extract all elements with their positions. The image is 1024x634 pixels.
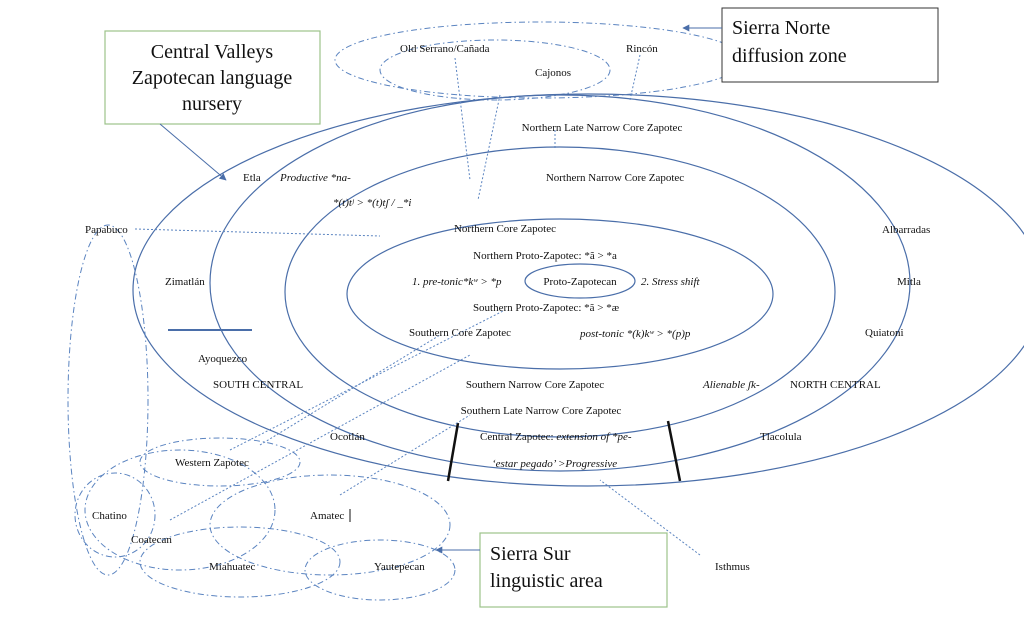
- isthmus-label: Isthmus: [715, 561, 750, 573]
- narrow-core-ellipse: [284, 146, 836, 438]
- southern-proto-label: Southern Proto-Zapotec: *ã > *æ: [473, 302, 619, 314]
- chatino-label: Chatino: [92, 510, 127, 522]
- late-narrow-core-ellipse: [209, 94, 911, 472]
- sierra-norte-region: [334, 21, 746, 99]
- amatec-region: [209, 474, 451, 576]
- link-isthmus: [599, 479, 701, 556]
- cajonos-region: [379, 39, 611, 101]
- western-zapotec-label: Western Zapotec: [175, 457, 249, 469]
- central-valleys-line3: nursery: [182, 93, 242, 115]
- southern-late-narrow-label: Southern Late Narrow Core Zapotec: [461, 405, 622, 417]
- yautepecan-label: Yautepecan: [374, 561, 425, 573]
- proto-zapotecan-ellipse: [524, 263, 636, 299]
- rincon-label: Rincón: [626, 43, 658, 55]
- link-rincon: [629, 54, 641, 101]
- ayoquezco-label: Ayoquezco: [198, 353, 248, 365]
- quiatoni-label: Quiatoni: [865, 327, 904, 339]
- stress-shift-label: 2. Stress shift: [641, 276, 701, 288]
- papabuco-label: Papabuco: [85, 224, 128, 236]
- old-serrano-label: Old Serrano/Cañada: [400, 43, 490, 55]
- northern-proto-label: Northern Proto-Zapotec: *ã > *a: [473, 250, 617, 262]
- link-old-serrano: [454, 57, 471, 181]
- western-zapotec-region: [139, 437, 301, 487]
- affricate-change-label: *(t)tʲ > *(t)tʃ / _*i: [333, 197, 411, 209]
- coatecan-region: [84, 449, 276, 571]
- central-valleys-box: [104, 30, 321, 125]
- coatecan-label: Coatecan: [131, 534, 172, 546]
- central-zapotec-right-bar: [666, 420, 682, 482]
- chatino-region: [74, 472, 156, 558]
- sierra-sur-line2: linguistic area: [490, 570, 603, 592]
- pretonic-change-label: 1. pre-tonic*kʷ > *p: [412, 276, 502, 288]
- central-zapotec-line2: ‘estar pegado’ >Progressive: [492, 458, 617, 470]
- etla-label: Etla: [243, 172, 261, 184]
- papabuco-region: [67, 224, 149, 576]
- central-valleys-line1: Central Valleys: [151, 41, 274, 63]
- outer-ellipse: [132, 93, 1024, 487]
- link-papabuco: [134, 228, 381, 237]
- link-cajonos: [477, 94, 501, 201]
- ocotlan-label: Ocotlán: [330, 431, 365, 443]
- central-zapotec-prefix: Central Zapotec:: [480, 431, 556, 443]
- albarradas-label: Albarradas: [882, 224, 930, 236]
- miahuatec-label: Miahuatec: [209, 561, 256, 573]
- northern-late-narrow-label: Northern Late Narrow Core Zapotec: [522, 122, 683, 134]
- sierra-sur-line1: Sierra Sur: [490, 543, 571, 565]
- cajonos-label: Cajonos: [535, 67, 571, 79]
- sierra-sur-box: [479, 532, 668, 608]
- central-zapotec-label: Central Zapotec: extension of *pe-: [480, 431, 632, 443]
- sierra-norte-line1: Sierra Norte: [732, 17, 830, 39]
- south-central-label: SOUTH CENTRAL: [213, 379, 303, 391]
- sierra-norte-line2: diffusion zone: [732, 45, 847, 67]
- amatec-label: Amatec: [310, 510, 344, 522]
- central-zapotec-italic: extension of *pe-: [556, 431, 631, 443]
- southern-narrow-label: Southern Narrow Core Zapotec: [466, 379, 604, 391]
- north-central-label: NORTH CENTRAL: [790, 379, 881, 391]
- alienable-label: Alienable ʃk-: [702, 379, 760, 391]
- central-valleys-line2: Zapotecan language: [132, 67, 293, 89]
- sierra-norte-box: [721, 7, 939, 83]
- central-zapotec-left-bar: [446, 422, 460, 482]
- yautepecan-region: [304, 539, 456, 601]
- posttonic-change-label: post-tonic *(k)kʷ > *(p)p: [579, 328, 691, 340]
- mitla-label: Mitla: [897, 276, 921, 288]
- northern-narrow-label: Northern Narrow Core Zapotec: [546, 172, 684, 184]
- link-western-2: [259, 334, 441, 446]
- central-valleys-arrow: [159, 123, 227, 181]
- link-western-1: [229, 309, 506, 451]
- miahuatec-region: [139, 526, 341, 598]
- zimatlan-label: Zimatlán: [165, 276, 205, 288]
- northern-core-label: Northern Core Zapotec: [454, 223, 556, 235]
- link-amatec: [339, 414, 471, 496]
- southern-core-label: Southern Core Zapotec: [409, 327, 511, 339]
- core-zapotec-ellipse: [346, 218, 774, 370]
- productive-na-label: Productive *na-: [279, 172, 351, 184]
- link-coatecan: [169, 354, 471, 521]
- proto-zapotecan-label: Proto-Zapotecan: [543, 276, 617, 288]
- tlacolula-label: Tlacolula: [760, 431, 802, 443]
